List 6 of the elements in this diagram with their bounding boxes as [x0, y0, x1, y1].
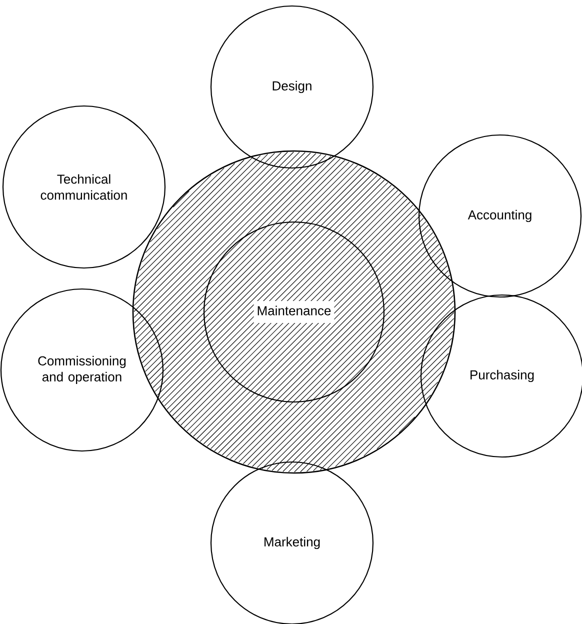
circle-node: Maintenance	[203, 221, 385, 403]
circle-node: Accounting	[418, 134, 582, 298]
hatched-circle	[132, 150, 456, 474]
circle-node: Design	[210, 5, 374, 169]
circle-node: Technical communication	[2, 105, 166, 269]
circle-node: Commissioning and operation	[0, 288, 164, 452]
